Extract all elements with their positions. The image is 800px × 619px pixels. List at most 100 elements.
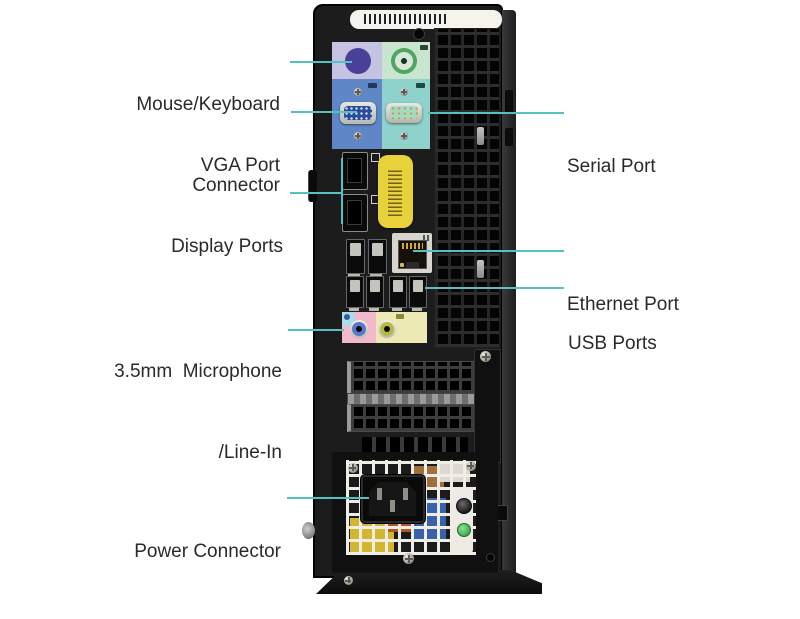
- keyboard-icon: [420, 45, 428, 50]
- line-out-jack-hole: [384, 326, 390, 332]
- label-text-line: Display Ports: [171, 236, 283, 257]
- side-panel-slot: [505, 90, 513, 114]
- usb-tongue: [350, 280, 360, 292]
- microphone-jack-ring: [352, 322, 366, 336]
- label-vga-port: VGA Port: [201, 98, 280, 233]
- barcode-icon: [388, 168, 402, 216]
- line-out-jack-ring: [380, 322, 394, 336]
- label-mouse-keyboard-connector: Mouse/Keyboard Connector: [136, 37, 280, 253]
- expansion-slot-cover-1: [347, 361, 479, 394]
- vga-screw: [354, 88, 362, 96]
- power-connector-socket: [369, 482, 416, 516]
- serial-icon: [416, 83, 425, 88]
- chassis-thumbscrew-side: [302, 522, 315, 539]
- usb-icon: [349, 308, 359, 311]
- label-text-line: VGA Port: [200, 155, 280, 176]
- vga-port: [340, 102, 376, 124]
- screw-hole: [486, 553, 495, 562]
- psu-screw: [403, 553, 414, 564]
- padlock-ring: [497, 505, 508, 521]
- label-text-line: USB Ports: [568, 333, 657, 354]
- serial-screw: [400, 88, 408, 96]
- usb-icon: [412, 308, 422, 311]
- usb-tongue: [370, 280, 380, 292]
- callout-line-mic: [288, 329, 344, 331]
- psu-test-button: [456, 498, 472, 514]
- psu-status-led: [457, 523, 471, 537]
- power-connector: [360, 474, 426, 524]
- label-power-connector: Power Connector: [134, 484, 281, 619]
- bracket-thumbscrew: [480, 351, 491, 362]
- line-out-icon: [396, 314, 404, 319]
- grille-tab: [477, 260, 484, 278]
- line-out-tile: [376, 312, 427, 343]
- label-text-line: Power Connector: [134, 541, 281, 562]
- vent-grille: [434, 28, 500, 348]
- vga-tile: [332, 79, 382, 149]
- base-screw: [344, 576, 353, 585]
- label-text-line: Serial Port: [567, 156, 656, 177]
- usb-ss-icon: [370, 274, 382, 277]
- usb-icon: [392, 308, 402, 311]
- displayport-2-slot: [347, 200, 362, 225]
- callout-bracket-display: [341, 158, 343, 224]
- microphone-jack-hole: [356, 326, 362, 332]
- psu-indicator-strip: [452, 487, 473, 553]
- ethernet-led: [400, 263, 404, 267]
- displayport-1-slot: [347, 158, 362, 183]
- serial-port: [386, 103, 422, 123]
- screw-hole: [413, 28, 425, 40]
- displayport-2: [342, 194, 368, 232]
- chassis-base-foot: [316, 570, 542, 594]
- ps2-keyboard-port-face: [395, 52, 413, 70]
- usb-port: [366, 276, 384, 308]
- ps2-keyboard-port: [391, 48, 417, 74]
- ethernet-port: [398, 240, 427, 269]
- ps2-keyboard-tile: [382, 42, 430, 79]
- usb-port: [389, 276, 407, 308]
- usb-tongue: [372, 243, 383, 257]
- line-out-jack: [378, 320, 396, 338]
- ethernet-clip: [406, 262, 419, 268]
- label-text-line: Connector: [192, 175, 280, 196]
- label-serial-port: Serial Port: [567, 99, 656, 234]
- callout-line-ethernet: [413, 250, 564, 252]
- callout-line-power: [287, 497, 369, 499]
- usb-ss-icon: [348, 274, 360, 277]
- usb-tongue: [393, 280, 403, 292]
- slot-retention-bracket: [474, 349, 501, 463]
- label-display-ports: Display Ports: [171, 179, 283, 314]
- diagram-canvas: Mouse/Keyboard Connector VGA Port Displa…: [114, 4, 679, 594]
- label-ethernet-port: Ethernet Port: [567, 237, 679, 372]
- power-pin-left: [377, 488, 382, 500]
- psu-screw: [466, 461, 476, 471]
- callout-line-mouse-keyboard: [290, 61, 352, 63]
- vga-port-face: [344, 106, 372, 120]
- barcode-icon: [364, 14, 446, 24]
- power-pin-center: [390, 500, 395, 512]
- chassis-latch: [308, 170, 317, 202]
- callout-line-vga: [291, 111, 357, 113]
- label-text-line: /Line-In: [218, 442, 282, 463]
- label-usb-ports: USB Ports: [568, 276, 657, 411]
- displayport-1: [342, 152, 368, 190]
- ethernet-contacts: [402, 243, 423, 249]
- callout-line-usb: [425, 287, 564, 289]
- microphone-icon: [344, 314, 350, 320]
- label-mic-line-in: 3.5mm Microphone /Line-In: [114, 304, 282, 520]
- usb-tongue: [413, 280, 423, 292]
- usb-tongue: [350, 243, 361, 257]
- power-pin-right: [403, 488, 408, 500]
- service-tag-sticker: [378, 155, 413, 228]
- ps2-mouse-tile: [332, 42, 382, 79]
- callout-line-display: [290, 192, 342, 194]
- ethernet-tile: [392, 233, 432, 273]
- side-panel-slot: [505, 128, 513, 146]
- usb-icon: [369, 308, 379, 311]
- serial-screw: [400, 132, 408, 140]
- label-text-line: Mouse/Keyboard: [136, 94, 280, 115]
- usb-port: [409, 276, 427, 308]
- usb-port: [346, 239, 365, 274]
- ethernet-icon: [423, 235, 430, 241]
- usb-port: [368, 239, 387, 274]
